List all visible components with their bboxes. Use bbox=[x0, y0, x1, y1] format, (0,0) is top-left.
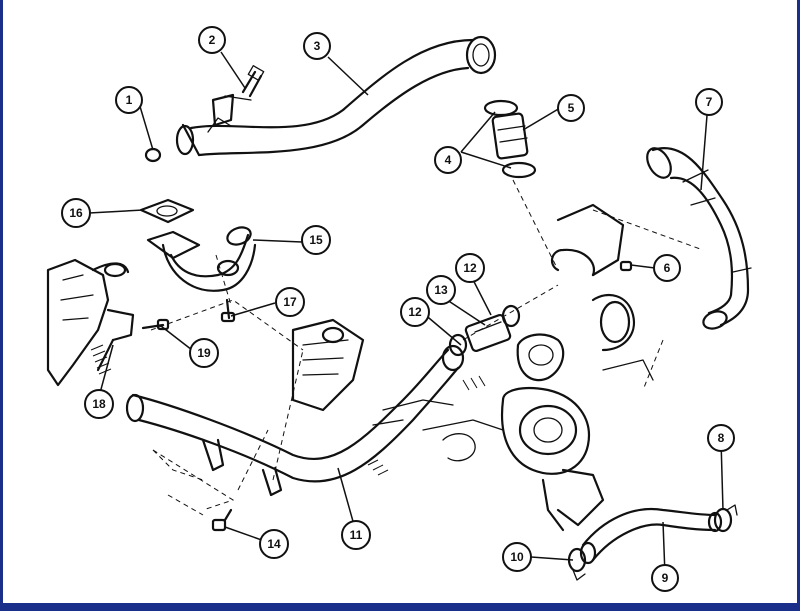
callout-10: 10 bbox=[502, 542, 532, 572]
callout-12a: 12 bbox=[455, 253, 485, 283]
engine-block-left bbox=[46, 258, 135, 387]
svg-text:8: 8 bbox=[718, 431, 725, 445]
svg-text:4: 4 bbox=[445, 153, 452, 167]
svg-text:12: 12 bbox=[408, 305, 422, 319]
callout-17: 17 bbox=[275, 287, 305, 317]
callout-3: 3 bbox=[303, 32, 331, 60]
svg-text:19: 19 bbox=[197, 346, 211, 360]
svg-text:13: 13 bbox=[434, 283, 448, 297]
callout-12b: 12 bbox=[400, 297, 430, 327]
mounting-bracket bbox=[152, 449, 204, 516]
callout-5: 5 bbox=[557, 94, 585, 122]
svg-text:10: 10 bbox=[510, 550, 524, 564]
thermostat-housing bbox=[146, 226, 257, 292]
svg-text:11: 11 bbox=[350, 528, 363, 542]
svg-text:2: 2 bbox=[209, 33, 216, 47]
temperature-sensor bbox=[224, 65, 265, 101]
callout-9: 9 bbox=[651, 564, 679, 592]
callout-6: 6 bbox=[653, 254, 681, 282]
small-hose-part-9 bbox=[579, 507, 723, 565]
callout-19: 19 bbox=[189, 338, 219, 368]
plug-part-1 bbox=[144, 147, 162, 163]
exploded-parts-diagram: 1 2 3 4 5 6 7 8 9 10 11 12 bbox=[46, 26, 752, 592]
callout-4: 4 bbox=[434, 146, 462, 174]
callout-14: 14 bbox=[259, 529, 289, 559]
bolt-part-19 bbox=[141, 318, 170, 331]
lower-coolant-tube bbox=[125, 344, 465, 497]
svg-text:14: 14 bbox=[267, 537, 281, 551]
clamp-part-8 bbox=[713, 504, 738, 533]
clamp-part-10 bbox=[567, 547, 587, 581]
callout-7: 7 bbox=[695, 88, 723, 116]
clamp-assembly-12-13 bbox=[448, 304, 521, 357]
svg-text:5: 5 bbox=[568, 101, 575, 115]
svg-text:18: 18 bbox=[92, 397, 106, 411]
bolt-part-6 bbox=[619, 260, 633, 272]
svg-text:6: 6 bbox=[664, 261, 671, 275]
svg-text:1: 1 bbox=[126, 93, 133, 107]
callout-8: 8 bbox=[707, 424, 735, 452]
svg-text:17: 17 bbox=[283, 295, 297, 309]
svg-text:15: 15 bbox=[309, 233, 323, 247]
hose-coupler-assembly bbox=[483, 99, 537, 179]
bolt-part-17 bbox=[220, 298, 236, 323]
callout-2: 2 bbox=[198, 26, 226, 54]
callout-16: 16 bbox=[61, 198, 91, 228]
callout-11: 11 bbox=[341, 520, 371, 550]
callout-15: 15 bbox=[301, 225, 331, 255]
svg-text:3: 3 bbox=[314, 39, 321, 53]
callout-1: 1 bbox=[115, 86, 143, 114]
svg-text:7: 7 bbox=[706, 95, 713, 109]
callout-13: 13 bbox=[426, 275, 456, 305]
callout-18: 18 bbox=[84, 389, 114, 419]
svg-text:9: 9 bbox=[662, 571, 669, 585]
gasket-part-16 bbox=[139, 198, 195, 224]
engine-center-assembly bbox=[291, 203, 654, 532]
radiator-hose-part-7 bbox=[646, 147, 752, 330]
svg-text:12: 12 bbox=[463, 261, 477, 275]
upper-coolant-tube bbox=[175, 35, 497, 157]
svg-text:16: 16 bbox=[69, 206, 83, 220]
bolt-part-14 bbox=[211, 508, 233, 532]
